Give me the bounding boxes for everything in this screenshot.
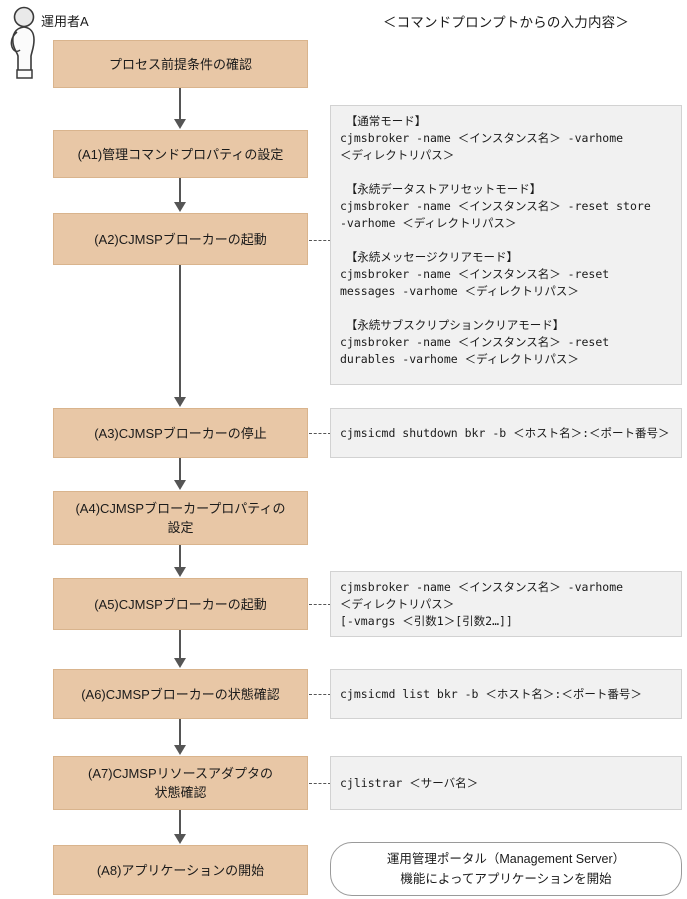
process-box-label: (A1)管理コマンドプロパティの設定 xyxy=(77,146,284,162)
flow-arrow-a7-to-a8 xyxy=(174,810,186,844)
process-box-start[interactable]: プロセス前提条件の確認 xyxy=(53,40,308,88)
flow-arrow-a2-to-a3 xyxy=(174,265,186,407)
command-box-a8: 運用管理ポータル（Management Server） 機能によってアプリケーシ… xyxy=(330,842,682,896)
dashed-link-a3 xyxy=(309,433,331,434)
command-box-a6: cjmsicmd list bkr -b ＜ホスト名＞:＜ポート番号＞ xyxy=(330,669,682,719)
process-box-label: (A2)CJMSPブローカーの起動 xyxy=(94,231,267,247)
dashed-link-a5 xyxy=(309,604,331,605)
process-box-label: (A7)CJMSPリソースアダプタの 状態確認 xyxy=(88,766,273,800)
command-box-a5: cjmsbroker -name ＜インスタンス名＞ -varhome ＜ディレ… xyxy=(330,571,682,637)
process-box-label: (A4)CJMSPブローカープロパティの 設定 xyxy=(75,501,286,535)
flow-arrow-a1-to-a2 xyxy=(174,178,186,212)
process-box-label: (A8)アプリケーションの開始 xyxy=(96,862,265,878)
process-box-a5[interactable]: (A5)CJMSPブローカーの起動 xyxy=(53,578,308,630)
flow-arrow-a5-to-a6 xyxy=(174,630,186,668)
process-box-label: (A6)CJMSPブローカーの状態確認 xyxy=(81,686,280,702)
process-box-a1[interactable]: (A1)管理コマンドプロパティの設定 xyxy=(53,130,308,178)
process-box-a4[interactable]: (A4)CJMSPブローカープロパティの 設定 xyxy=(53,491,308,545)
process-box-label: (A3)CJMSPブローカーの停止 xyxy=(94,425,267,441)
flow-arrow-a3-to-a4 xyxy=(174,458,186,490)
dashed-link-a2 xyxy=(309,240,331,241)
flow-arrow-start-to-a1 xyxy=(174,88,186,129)
command-box-a2: 【通常モード】 cjmsbroker -name ＜インスタンス名＞ -varh… xyxy=(330,105,682,385)
process-box-a8[interactable]: (A8)アプリケーションの開始 xyxy=(53,845,308,895)
process-box-a3[interactable]: (A3)CJMSPブローカーの停止 xyxy=(53,408,308,458)
flow-arrow-a4-to-a5 xyxy=(174,545,186,577)
process-box-a7[interactable]: (A7)CJMSPリソースアダプタの 状態確認 xyxy=(53,756,308,810)
command-box-a3: cjmsicmd shutdown bkr -b ＜ホスト名＞:＜ポート番号＞ xyxy=(330,408,682,458)
flow-arrow-a6-to-a7 xyxy=(174,719,186,755)
command-box-a7: cjlistrar ＜サーバ名＞ xyxy=(330,756,682,810)
dashed-link-a6 xyxy=(309,694,331,695)
actor-label: 運用者A xyxy=(41,14,89,29)
dashed-link-a7 xyxy=(309,783,331,784)
process-box-label: (A5)CJMSPブローカーの起動 xyxy=(94,596,267,612)
process-box-a2[interactable]: (A2)CJMSPブローカーの起動 xyxy=(53,213,308,265)
process-box-a6[interactable]: (A6)CJMSPブローカーの状態確認 xyxy=(53,669,308,719)
operator-person-icon xyxy=(10,6,35,79)
process-box-label: プロセス前提条件の確認 xyxy=(108,56,252,72)
commands-column-title: ＜コマンドプロンプトからの入力内容＞ xyxy=(382,15,630,30)
